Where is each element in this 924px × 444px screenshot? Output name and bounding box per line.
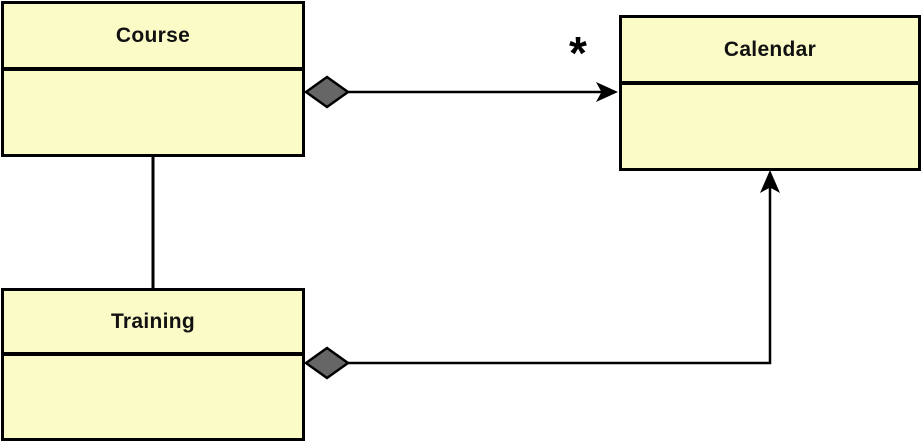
class-name-calendar: Calendar xyxy=(622,18,918,85)
arrowhead-icon xyxy=(596,82,618,102)
multiplicity-star-label: * xyxy=(569,27,587,79)
relation-course-calendar xyxy=(303,75,618,109)
class-name-course: Course xyxy=(4,4,302,71)
class-box-calendar: Calendar xyxy=(619,15,921,171)
aggregation-diamond-icon xyxy=(303,75,351,109)
relation-line xyxy=(348,175,772,365)
arrowhead-icon xyxy=(760,170,780,193)
class-body-training xyxy=(4,356,302,438)
class-box-course: Course xyxy=(1,1,305,157)
aggregation-diamond-icon xyxy=(303,346,351,380)
class-name-training: Training xyxy=(4,291,302,356)
class-body-calendar xyxy=(622,85,918,168)
class-box-training: Training xyxy=(1,288,305,441)
class-body-course xyxy=(4,71,302,154)
relation-training-calendar xyxy=(303,170,780,380)
